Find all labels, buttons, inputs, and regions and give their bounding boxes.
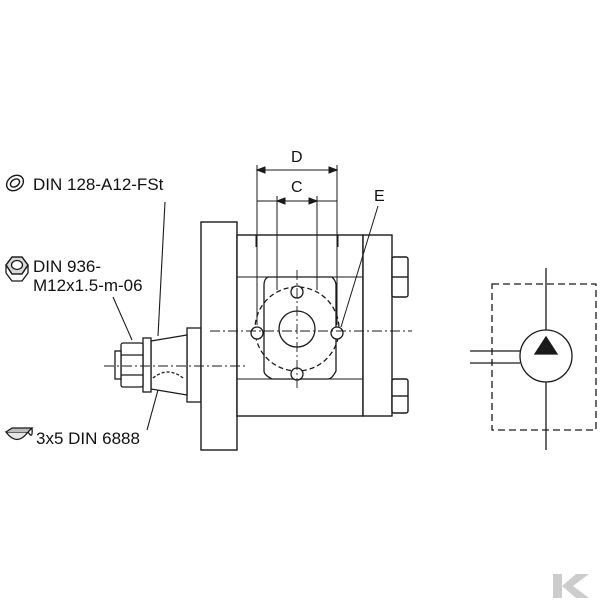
dimension-c-label: C	[291, 179, 303, 196]
dimension-e-label: E	[374, 188, 385, 205]
spring-washer-icon	[5, 174, 25, 192]
washer-legend: DIN 128-A12-FSt	[5, 174, 164, 194]
brand-logo-k	[553, 574, 589, 598]
tapered-shaft	[150, 334, 188, 396]
bolt-hole-left	[250, 326, 264, 340]
flow-direction-triangle	[533, 335, 559, 355]
nut-part	[120, 342, 144, 388]
thread-tip	[114, 350, 122, 380]
washer-label: DIN 128-A12-FSt	[33, 175, 164, 194]
mounting-flange	[200, 221, 238, 451]
hex-nut-icon	[5, 256, 29, 282]
washer-part	[142, 337, 152, 393]
leader-lines	[112, 201, 166, 431]
mounting-hub	[186, 327, 202, 403]
shaft-assembly	[114, 327, 202, 403]
nut-legend: DIN 936- M12x1.5-m-06	[5, 256, 143, 295]
pump-circle	[519, 329, 573, 383]
dimension-lines	[255, 165, 379, 328]
dimension-d-label: D	[291, 149, 303, 166]
keyway	[152, 371, 184, 379]
bolt-hole-right	[330, 326, 344, 340]
key-legend: 3x5 DIN 6888	[4, 427, 140, 448]
nut-label-line1: DIN 936-	[33, 257, 101, 276]
symbol-boundary	[491, 283, 597, 431]
key-label: 3x5 DIN 6888	[36, 429, 140, 448]
rear-cover	[362, 234, 393, 417]
nut-label-line2: M12x1.5-m-06	[33, 276, 143, 295]
woodruff-key-icon	[4, 427, 34, 441]
hydraulic-pump-symbol	[470, 268, 597, 450]
center-lines	[104, 270, 412, 388]
